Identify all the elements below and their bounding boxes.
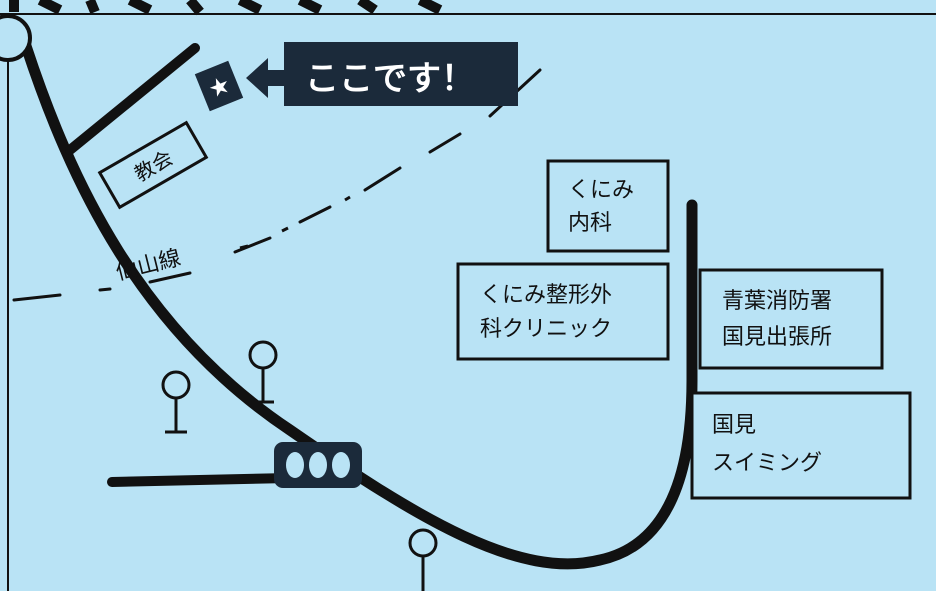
destination-star-icon: ★ bbox=[194, 60, 244, 112]
kunimi-seikei-line2: 科クリニック bbox=[480, 317, 612, 342]
circle-marker bbox=[0, 14, 32, 62]
kunimi-seikei-line1: くにみ整形外 bbox=[480, 283, 612, 308]
swimming-line1: 国見 bbox=[712, 413, 756, 438]
side-road bbox=[107, 473, 295, 487]
tree-icon bbox=[248, 340, 278, 404]
here-callout: ここです！ bbox=[246, 42, 518, 106]
header-fragment bbox=[9, 0, 443, 16]
fire-station-line2: 国見出張所 bbox=[722, 325, 832, 350]
here-label: ここです！ bbox=[305, 59, 475, 99]
main-road bbox=[20, 40, 698, 570]
kunimi-naika-line1: くにみ bbox=[568, 178, 634, 203]
tree-icon bbox=[408, 528, 438, 591]
church-box: 教会 bbox=[97, 120, 209, 210]
traffic-light-icon bbox=[274, 442, 362, 488]
branch-road bbox=[65, 43, 200, 155]
fire-station-box: 青葉消防署 国見出張所 bbox=[698, 268, 884, 370]
swimming-line2: スイミング bbox=[712, 451, 822, 476]
kunimi-naika-box: くにみ 内科 bbox=[546, 159, 670, 253]
kunimi-naika-line2: 内科 bbox=[568, 211, 612, 236]
kunimi-seikei-box: くにみ整形外 科クリニック bbox=[456, 262, 670, 361]
fire-station-line1: 青葉消防署 bbox=[722, 289, 832, 314]
railway-dots bbox=[239, 195, 351, 250]
swimming-box: 国見 スイミング bbox=[690, 391, 912, 500]
header-strip bbox=[0, 0, 936, 14]
tree-icon bbox=[161, 370, 191, 434]
railway-line bbox=[12, 68, 542, 302]
